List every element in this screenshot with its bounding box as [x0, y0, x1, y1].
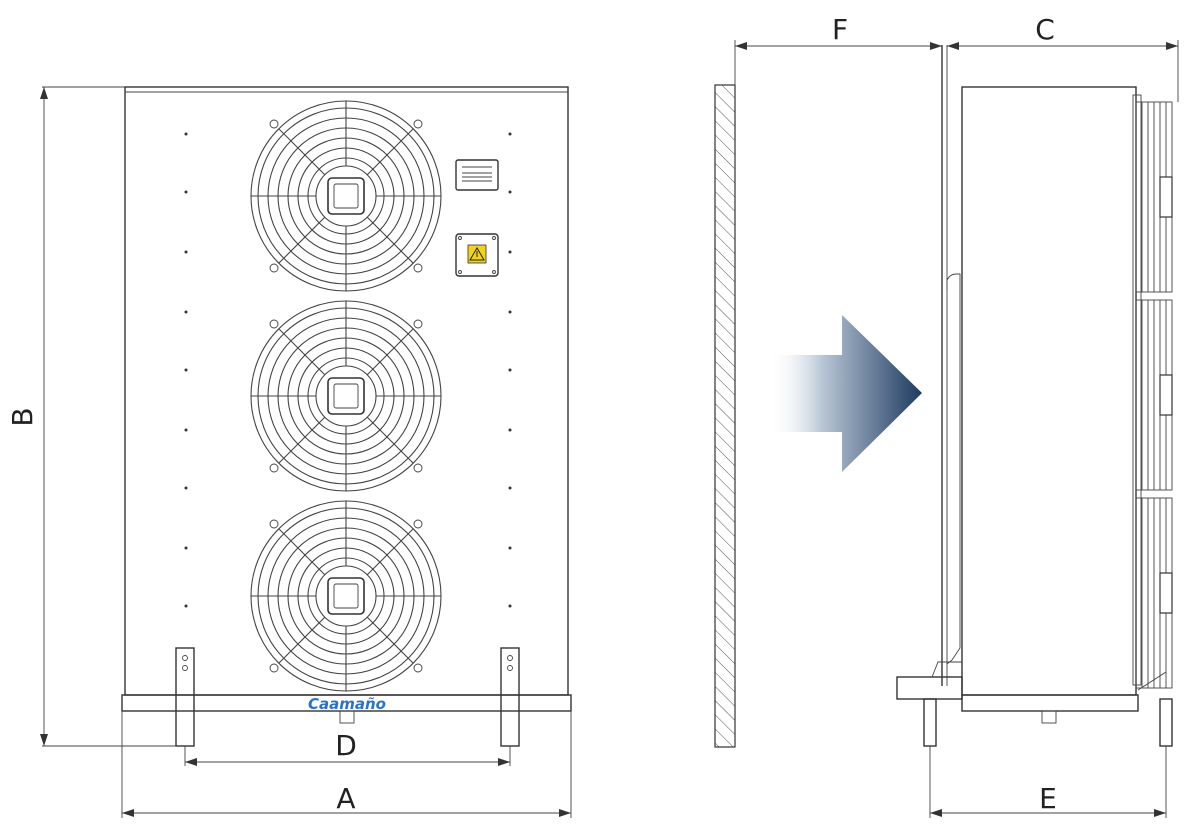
dimension-c: C — [947, 13, 1179, 102]
dimension-d: D — [184, 729, 511, 766]
dimension-label-b: B — [6, 407, 39, 426]
dimension-label-d: D — [335, 729, 357, 762]
dimension-label-c: C — [1035, 13, 1055, 46]
mounting-dots — [184, 132, 512, 608]
dimension-a: A — [121, 711, 572, 818]
wall-bracket — [896, 676, 963, 700]
wall-hatched — [714, 84, 736, 748]
airflow-arrow — [768, 315, 922, 472]
right-leg — [500, 647, 520, 747]
dimension-label-e: E — [1039, 782, 1057, 815]
side-view: F C E — [714, 13, 1179, 818]
dimension-label-f: F — [832, 13, 848, 46]
electrical-box — [455, 233, 499, 277]
fan-guard-1 — [250, 100, 442, 292]
side-leg-right — [1159, 698, 1173, 747]
nameplate — [455, 159, 499, 191]
dimension-b: B — [6, 86, 176, 747]
fan-guard-3 — [250, 500, 442, 692]
dimension-e: E — [929, 746, 1167, 818]
brand-logo: Caamaño — [308, 695, 386, 713]
side-leg-left — [923, 698, 937, 747]
front-view: Caamaño B D A — [6, 86, 572, 818]
unit-casing-side — [961, 86, 1137, 696]
dimension-f: F — [734, 13, 942, 85]
left-leg — [175, 647, 195, 747]
dimension-label-a: A — [336, 782, 355, 815]
fan-guard-2 — [250, 300, 442, 492]
